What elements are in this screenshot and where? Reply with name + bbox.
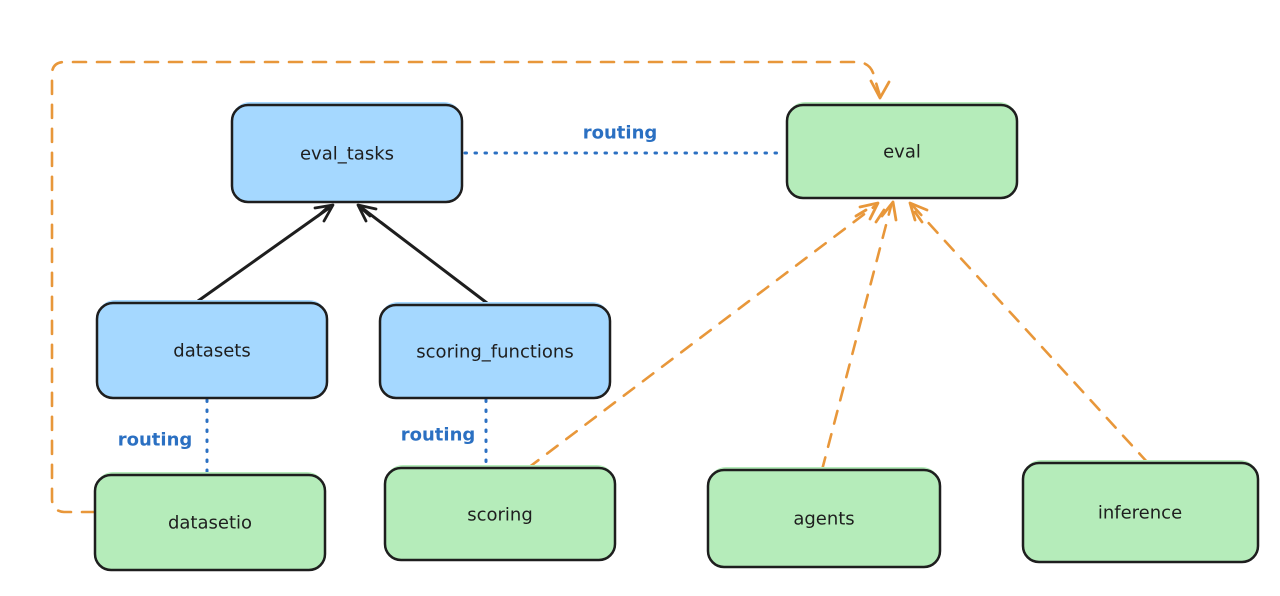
node-datasets: datasets — [95, 300, 329, 400]
arrowhead-tick — [913, 210, 924, 224]
node-label: scoring — [467, 505, 533, 526]
node-border — [378, 303, 612, 400]
node-label: datasetio — [168, 513, 252, 534]
edge-inference-to-eval — [908, 201, 1150, 465]
node-label: eval_tasks — [300, 144, 394, 165]
node-datasetio: datasetio — [93, 472, 327, 572]
node-inference: inference — [1021, 460, 1260, 564]
node-border — [93, 473, 327, 572]
arrowhead-tick — [359, 206, 372, 218]
arrowhead-tick — [854, 208, 868, 218]
node-fill — [1023, 460, 1258, 562]
node-border — [95, 301, 329, 400]
node-fill — [95, 472, 325, 570]
node-border — [706, 468, 942, 569]
node-fill — [97, 300, 327, 398]
node-fill — [232, 102, 462, 202]
routing-label-eval-tasks-eval: routing — [583, 123, 658, 144]
arrowhead — [908, 201, 929, 222]
node-fill — [708, 467, 940, 567]
node-scoring-functions: scoring_functions — [378, 302, 612, 400]
node-label: datasets — [173, 341, 250, 362]
node-eval-tasks: eval_tasks — [230, 102, 464, 204]
node-scoring: scoring — [383, 465, 617, 562]
node-fill — [385, 465, 615, 560]
edge-agents-to-eval — [820, 200, 898, 472]
edge-line — [360, 206, 489, 305]
node-label: agents — [793, 509, 854, 530]
node-fill — [787, 102, 1017, 198]
node-border — [383, 466, 617, 562]
arrowhead — [858, 201, 880, 221]
edge-line — [196, 206, 331, 303]
arrowhead-tick — [316, 205, 330, 218]
arrowhead — [880, 200, 898, 222]
edge-line — [820, 204, 893, 472]
edge-datasetio-to-eval — [50, 60, 891, 514]
edge-line — [50, 60, 882, 514]
node-border — [785, 103, 1019, 200]
node-fill — [380, 302, 610, 398]
routing-label-datasets-datasetio: routing — [118, 430, 193, 451]
arrowhead — [313, 203, 335, 223]
arrowhead — [869, 79, 891, 100]
node-label: eval — [883, 142, 921, 163]
node-label: inference — [1098, 503, 1182, 524]
node-agents: agents — [706, 467, 942, 569]
node-border — [1021, 461, 1260, 564]
routing-label-scoring-functions-scoring: routing — [401, 425, 476, 446]
edge-scoring-functions-to-eval-tasks — [356, 203, 489, 305]
arrowhead-tick — [874, 208, 886, 224]
node-border — [230, 103, 464, 204]
edge-line — [911, 204, 1150, 465]
edge-scoring-to-eval — [526, 201, 880, 470]
edge-datasets-to-eval-tasks — [196, 203, 335, 303]
arrowhead — [356, 203, 378, 223]
node-label: scoring_functions — [416, 342, 573, 363]
node-eval: eval — [785, 102, 1019, 200]
edge-line — [526, 204, 877, 470]
